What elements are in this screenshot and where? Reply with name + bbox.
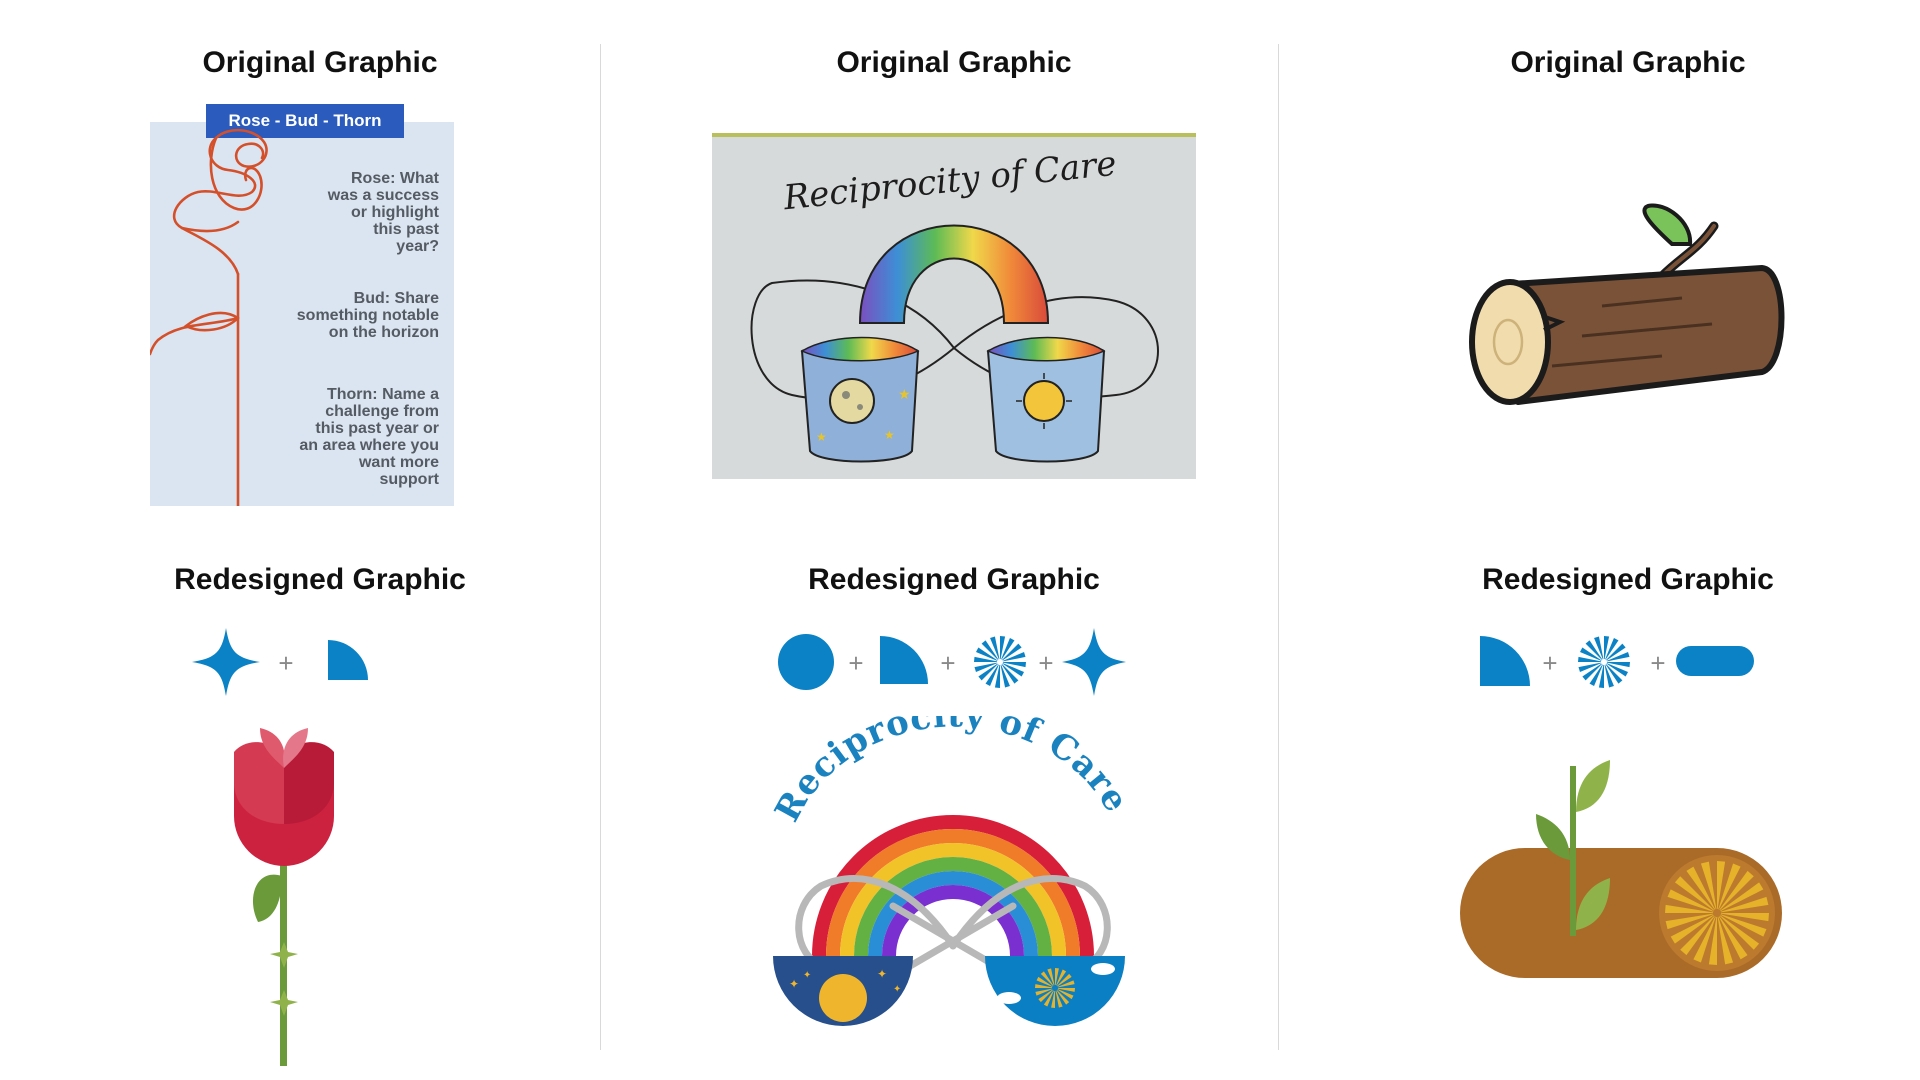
redesigned-heading-3: Redesigned Graphic [1482,563,1774,596]
quarter-circle-icon [880,636,928,684]
redesigned-heading-1: Redesigned Graphic [174,563,466,596]
quarter-circle-icon [328,640,368,680]
column-divider-2 [1278,44,1279,1050]
svg-text:★: ★ [898,387,911,403]
plus-operator: + [1038,648,1053,678]
paper-edge [712,133,1196,137]
rose-line-drawing [150,128,268,506]
bud-prompt: Bud: Share something notable on the hori… [296,290,439,341]
rose-bud-thorn-card: Rose - Bud - Thorn Rose: What was a succ… [150,104,454,506]
rose-bud-thorn-badge: Rose - Bud - Thorn [206,104,404,138]
reciprocity-redesign-illustration: Reciprocity of Care ✦ ✦ ✦ ✦ [767,716,1136,1026]
original-heading-1: Original Graphic [202,46,438,79]
svg-text:✦: ✦ [877,967,887,981]
svg-text:★: ★ [884,428,895,442]
sunburst-icon [974,636,1026,688]
quarter-circle-icon [1480,636,1530,686]
original-heading-3: Original Graphic [1510,46,1746,79]
plus-operator: + [940,648,955,678]
svg-text:✦: ✦ [789,977,799,991]
formula-row-3: + + [1480,636,1754,688]
svg-text:★: ★ [816,430,827,444]
formula-row-2: + + + [778,628,1126,696]
svg-text:✦: ✦ [803,970,811,981]
sparkle-icon [192,628,260,696]
cartoon-log-illustration [1469,203,1785,405]
thorn-prompt: Thorn: Name a challenge from this past y… [299,386,439,488]
sunburst-icon [1578,636,1630,688]
sparkle-icon [1062,628,1126,696]
reciprocity-title-arc: Reciprocity of Care [767,716,1136,828]
original-heading-2: Original Graphic [836,46,1072,79]
rose-prompt: Rose: What was a success or highlight th… [327,170,439,255]
reciprocity-drawing-photo: ★ ★ ★ Reciprocity of Care [712,133,1196,479]
plus-operator: + [1542,648,1557,678]
geometric-log-illustration [1460,760,1782,978]
reciprocity-sketch: ★ ★ ★ [750,224,1159,463]
redesigned-heading-2: Redesigned Graphic [808,563,1100,596]
geometric-rose-illustration [234,728,334,1066]
svg-text:✦: ✦ [893,984,901,995]
plus-operator: + [1650,648,1665,678]
formula-row-1: + [192,628,368,696]
pill-icon [1676,646,1754,676]
plus-operator: + [278,648,293,678]
column-divider-1 [600,44,601,1050]
circle-icon [778,634,834,690]
plus-operator: + [848,648,863,678]
